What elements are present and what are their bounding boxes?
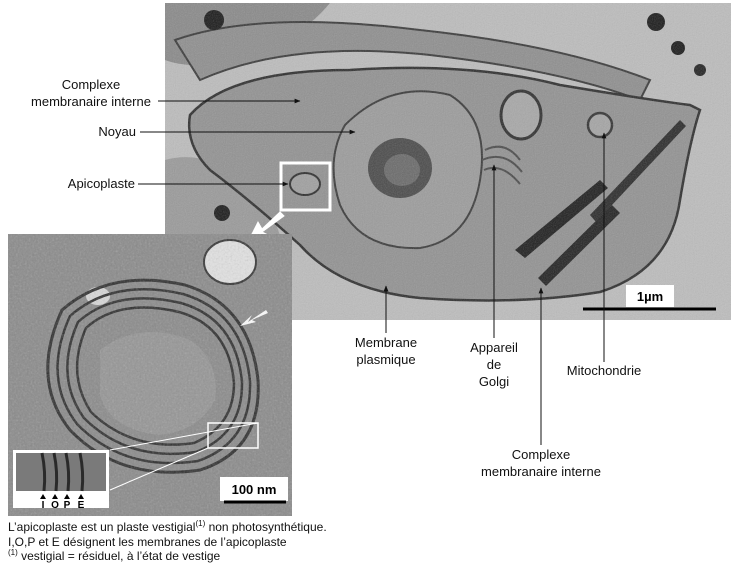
membrane-zoom-inset: I O P E [13, 450, 109, 511]
label-noyau: Noyau [98, 124, 136, 139]
inset-scale-box [220, 477, 288, 501]
label-appareil-1: Appareil [470, 340, 518, 355]
label-membrane-2: plasmique [356, 352, 415, 367]
inset-highlight-box [207, 422, 259, 449]
inset-scale-label: 100 nm [232, 482, 277, 497]
membrane-label-E: E [78, 500, 85, 511]
label-mitochondrie: Mitochondrie [567, 363, 641, 378]
label-complexe-bottom-2: membranaire interne [481, 464, 601, 479]
membrane-label-I: I [42, 500, 45, 511]
caption-line-3: (1) vestigial = résiduel, à l’état de ve… [8, 548, 221, 564]
caption-line-1: L’apicoplaste est un plaste vestigial(1)… [8, 519, 327, 535]
label-apicoplaste: Apicoplaste [68, 176, 135, 191]
label-complexe-top-1: Complexe [62, 77, 121, 92]
figure-caption: L’apicoplaste est un plaste vestigial(1)… [8, 520, 728, 564]
label-appareil-3: Golgi [479, 374, 509, 389]
membrane-label-O: O [51, 500, 59, 511]
label-complexe-top-2: membranaire interne [31, 94, 151, 109]
label-membrane-1: Membrane [355, 335, 417, 350]
membrane-label-P: P [64, 500, 71, 511]
main-scale-label: 1µm [637, 289, 663, 304]
main-micrograph [165, 3, 731, 320]
label-complexe-bottom-1: Complexe [512, 447, 571, 462]
main-scale-box [626, 285, 674, 307]
apicoplast-highlight-box [279, 161, 332, 212]
label-appareil-2: de [487, 357, 501, 372]
caption-line-2: I,O,P et E désignent les membranes de l’… [8, 534, 287, 549]
